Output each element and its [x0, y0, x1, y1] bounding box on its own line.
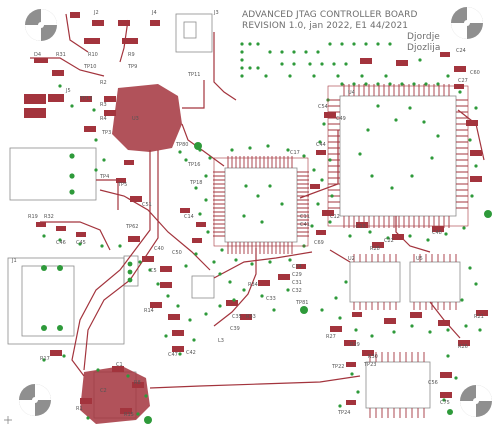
designator: C24 [456, 48, 466, 54]
designator: U3 [132, 116, 139, 122]
designator: TP11 [187, 72, 200, 78]
designator: R32 [44, 214, 54, 220]
designator: C44 [316, 142, 326, 148]
designator: TP22 [331, 364, 344, 370]
designator: R29 [350, 342, 360, 348]
designator: R26 [458, 344, 468, 350]
designator: C49 [336, 116, 346, 122]
designator: C46 [56, 240, 66, 246]
designator: C2 [100, 388, 107, 394]
designator: J5 [65, 88, 71, 94]
designator: TP24 [337, 410, 350, 416]
designator: J3 [213, 10, 219, 16]
mounting-hole-icon [25, 9, 57, 41]
designator: R27 [326, 334, 336, 340]
designator: C45 [76, 240, 86, 246]
designator: C14 [184, 214, 194, 220]
ic-pin-rows [213, 84, 468, 418]
designator: R33 [246, 314, 256, 320]
designator: C69 [314, 240, 324, 246]
designator: TP4 [99, 174, 109, 180]
designator: R17 [40, 356, 50, 362]
mounting-hole-icon [460, 385, 492, 417]
designator: R30 [368, 354, 378, 360]
designator: C60 [470, 70, 480, 76]
designator: R4 [100, 116, 107, 122]
designator: R31 [56, 52, 66, 58]
designator: C40 [154, 246, 164, 252]
mounting-hole-icon [451, 7, 483, 39]
pads-vias [41, 42, 492, 424]
designator: R9 [128, 52, 135, 58]
designator: C31 [292, 280, 302, 286]
designator: C29 [292, 272, 302, 278]
designator: U2 [348, 256, 355, 262]
designator: C54 [318, 104, 328, 110]
designator: C39 [230, 326, 240, 332]
designator: J2 [93, 10, 99, 16]
designator: R21 [474, 314, 484, 320]
designator: R19 [28, 214, 38, 220]
designator: TP80 [175, 142, 188, 148]
author-first-name: Djordje [407, 32, 440, 42]
designator: R8 [134, 380, 141, 386]
designator-labels: D4 R31 R10 TP10 R9 TP9 TP11 J5 TP13 R2 R… [11, 10, 484, 418]
designator: D4 [34, 52, 41, 58]
designator: R3 [100, 102, 107, 108]
designator: C42 [186, 350, 196, 356]
designator: C11 [300, 214, 310, 220]
designator: R14 [144, 308, 154, 314]
copper-pours [80, 84, 182, 424]
designator: C1 [116, 362, 123, 368]
designator: TP81 [295, 300, 308, 306]
designator: C13 [356, 224, 366, 230]
designator: TP13 [79, 96, 92, 102]
designator: TP62 [125, 224, 138, 230]
mounting-hole-icon [19, 384, 51, 416]
designator: C12 [330, 214, 340, 220]
designator: R15 [124, 412, 134, 418]
author-last-name: Djozlija [407, 43, 441, 53]
designator: C27 [458, 78, 468, 84]
designator: C34 [292, 264, 302, 270]
designator: TP5 [117, 182, 127, 188]
designator: R28 [370, 246, 380, 252]
designator: C41 [300, 222, 310, 228]
designator: R34 [248, 282, 258, 288]
copper-traces [30, 13, 485, 389]
designator: TP23 [363, 362, 376, 368]
designator: C5 [150, 268, 157, 274]
board-title: ADVANCED JTAG CONTROLLER BOARD [242, 10, 418, 20]
designator: TP18 [189, 180, 202, 186]
designator: L3 [218, 338, 224, 344]
designator: C17 [290, 150, 300, 156]
designator: U4 [348, 90, 355, 96]
designator: R1 [76, 406, 83, 412]
designator: C75 [440, 400, 450, 406]
ic-bodies [213, 85, 469, 247]
designator: C51 [142, 202, 152, 208]
designator: C56 [428, 380, 438, 386]
smd-components [24, 12, 488, 414]
designator: R2 [100, 80, 107, 86]
designator: C50 [172, 250, 182, 256]
designator: C47 [168, 352, 178, 358]
designator: C32 [292, 288, 302, 294]
designator: J4 [151, 10, 157, 16]
designator: TP3 [101, 130, 111, 136]
origin-mark [4, 416, 12, 424]
designator: C35 [232, 314, 242, 320]
designator: U5 [416, 256, 423, 262]
designator: C33 [266, 296, 276, 302]
designator: C22 [384, 238, 394, 244]
designator: TP9 [127, 64, 137, 70]
designator: TP10 [83, 64, 96, 70]
designator: TP16 [187, 162, 200, 168]
designator: J1 [11, 258, 17, 264]
board-revision: REVISION 1.0, jan 2022, E1 44/2021 [242, 21, 409, 31]
silkscreen-outlines [7, 13, 461, 419]
designator: R10 [88, 52, 98, 58]
designator: C48 [432, 230, 442, 236]
